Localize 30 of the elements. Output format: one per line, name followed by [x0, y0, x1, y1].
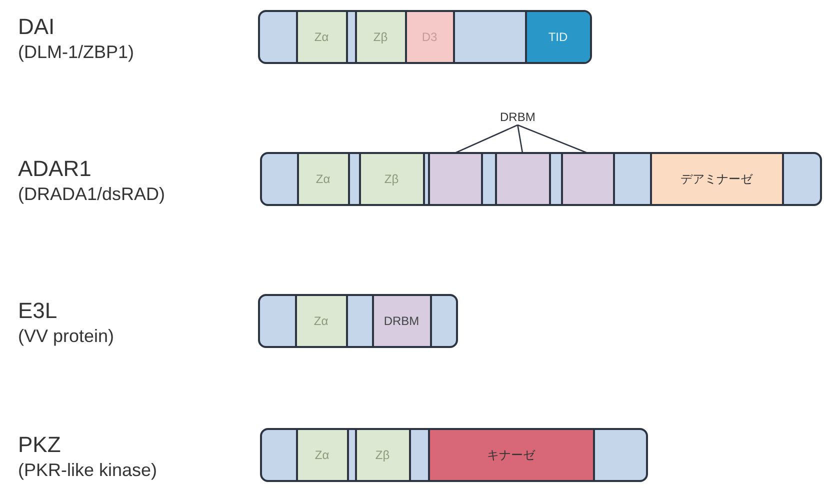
domain-box: Zα	[296, 12, 348, 62]
protein-bar	[258, 294, 458, 348]
domain-box: Zβ	[358, 154, 424, 204]
protein-name: E3L	[18, 298, 58, 324]
protein-bar	[258, 10, 592, 64]
domain-box: DRBM	[372, 296, 432, 346]
domain-box: キナーゼ	[428, 430, 594, 480]
domain-box: Zα	[294, 296, 348, 346]
protein-alias: (VV protein)	[18, 326, 114, 347]
leader-line	[454, 124, 518, 154]
domain-box	[494, 154, 550, 204]
protein-alias: (DLM-1/ZBP1)	[18, 42, 134, 63]
domain-box	[428, 154, 482, 204]
domain-box: Zβ	[354, 12, 406, 62]
protein-bar	[260, 152, 822, 206]
domain-box	[560, 154, 614, 204]
domain-box: Zα	[296, 154, 350, 204]
protein-alias: (PKR-like kinase)	[18, 460, 158, 481]
protein-name: PKZ	[18, 432, 61, 458]
leader-line	[517, 124, 588, 154]
domain-box: Zβ	[354, 430, 410, 480]
domain-box: TID	[524, 12, 590, 62]
domain-box: Zα	[296, 430, 348, 480]
domain-label: DRBM	[500, 110, 536, 124]
protein-bar	[260, 428, 648, 482]
leader-line	[517, 124, 524, 154]
protein-name: DAI	[18, 14, 55, 40]
domain-box: デアミナーゼ	[650, 154, 784, 204]
protein-name: ADAR1	[18, 156, 92, 182]
protein-alias: (DRADA1/dsRAD)	[18, 184, 166, 205]
